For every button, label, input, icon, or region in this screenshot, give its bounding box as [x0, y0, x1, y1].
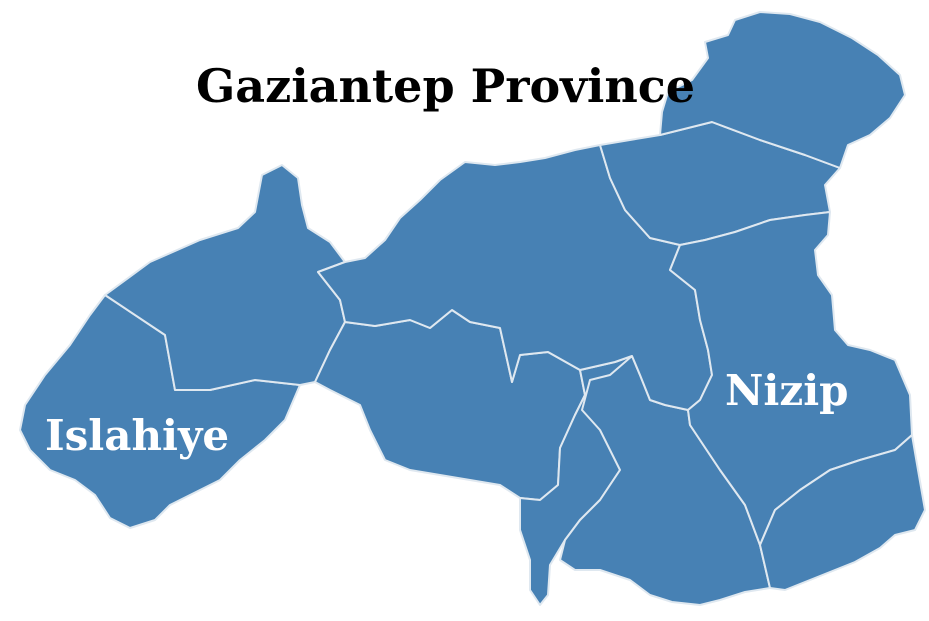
label-islahiye: Islahiye — [45, 411, 229, 460]
label-nizip: Nizip — [725, 366, 849, 415]
districts-layer — [19, 11, 926, 606]
labels-layer: Gaziantep Province Islahiye Nizip — [45, 59, 849, 460]
map-title: Gaziantep Province — [196, 59, 695, 113]
district-southeast[interactable] — [759, 434, 926, 591]
district-araban[interactable] — [659, 11, 906, 169]
